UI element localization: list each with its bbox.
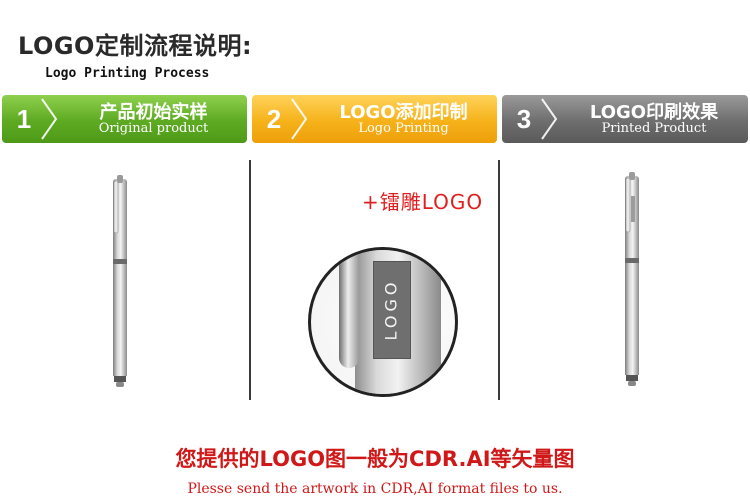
step-3-title-en: Printed Product xyxy=(601,121,707,136)
step-1-banner: 1 产品初始实样 Original product xyxy=(2,95,247,143)
logo-engraving-plate xyxy=(373,261,411,359)
step-1-title-en: Original product xyxy=(98,121,209,136)
step-1-title-cn: 产品初始实样 xyxy=(99,102,208,123)
artwork-note-cn: 您提供的LOGO图一般为CDR.AI等矢量图 xyxy=(175,447,575,471)
step-2-banner: 2 LOGO添加印制 Logo Printing xyxy=(252,95,497,143)
column-divider xyxy=(249,160,251,400)
chevron-right-icon xyxy=(41,98,58,140)
column-divider xyxy=(498,160,500,400)
chevron-right-icon xyxy=(541,98,558,140)
printed-pen-image xyxy=(625,172,639,386)
chevron-right-icon xyxy=(291,98,308,140)
step-3-banner: 3 LOGO印刷效果 Printed Product xyxy=(502,95,748,143)
original-pen-image xyxy=(113,175,127,387)
page-title: LOGO定制流程说明: xyxy=(18,32,253,60)
step-3-number: 3 xyxy=(516,104,532,134)
artwork-note-en: Plesse send the artwork in CDR,AI format… xyxy=(187,481,563,497)
step-2-number: 2 xyxy=(266,104,282,134)
step-2-title-en: Logo Printing xyxy=(358,121,449,136)
engraved-logo-text: LOGO xyxy=(381,278,401,340)
step-2-title-cn: LOGO添加印制 xyxy=(339,102,468,123)
logo-zoom-magnifier: LOGO xyxy=(308,247,458,397)
engrave-label: +镭雕LOGO xyxy=(362,190,484,214)
step-3-title-cn: LOGO印刷效果 xyxy=(589,102,719,123)
printed-logo-mark xyxy=(631,196,635,222)
pen-clip-closeup xyxy=(339,250,359,368)
step-1-number: 1 xyxy=(16,104,32,134)
page-subtitle: Logo Printing Process xyxy=(45,66,210,81)
